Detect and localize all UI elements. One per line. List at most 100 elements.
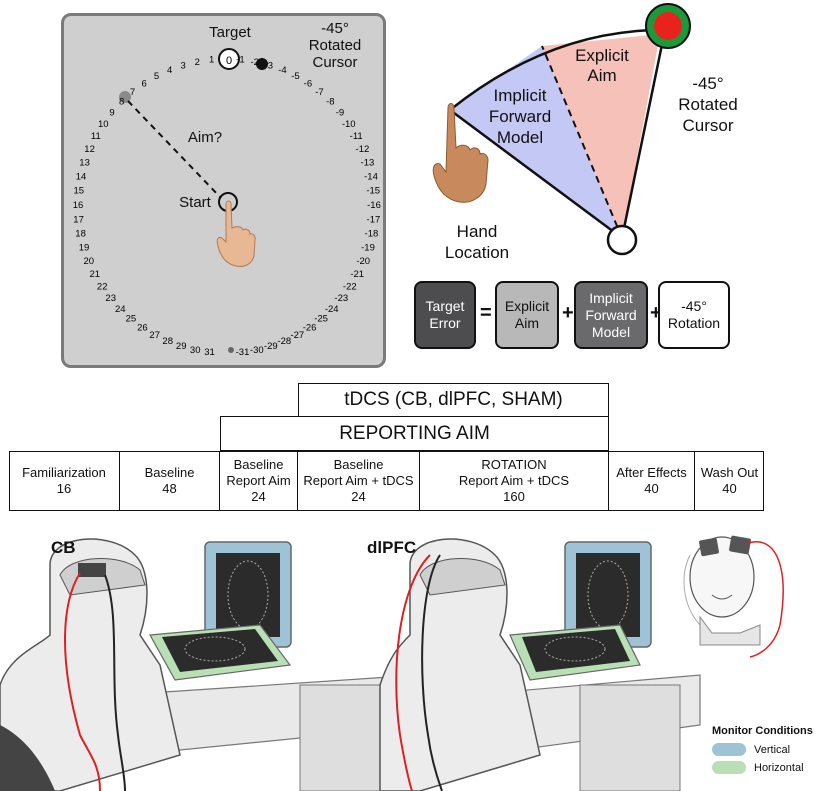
explicit-aim-line: Explicit xyxy=(575,46,629,65)
phase-trials: 40 xyxy=(644,481,659,496)
rotated-cursor-line: Cursor xyxy=(312,54,358,71)
rotated-cursor-line: Rotated xyxy=(308,37,362,54)
phase-name: Familiarization xyxy=(22,465,106,480)
dlpfc-label: dlPFC xyxy=(367,538,417,557)
phase-name: Baseline xyxy=(144,465,195,480)
dial-number: 29 xyxy=(176,341,187,352)
rotated-cursor-b-line: -45° xyxy=(692,74,724,93)
monitor-conditions-legend: Monitor Conditions Vertical Horizontal xyxy=(712,725,832,774)
dial-number: -23 xyxy=(334,293,348,304)
rotated-cursor-target-inner xyxy=(654,12,682,40)
dial-number: -20 xyxy=(356,256,370,267)
dial-number: -6 xyxy=(304,79,312,90)
dial-number: 17 xyxy=(73,214,84,225)
dial-number: 16 xyxy=(73,200,84,211)
phase-trials: 160 xyxy=(503,489,525,504)
rotated-cursor-line: -45° xyxy=(321,20,349,37)
dial-number: 10 xyxy=(98,119,109,130)
target-circle xyxy=(218,48,240,70)
phase-trials: 16 xyxy=(56,481,72,496)
dial-number: 30 xyxy=(190,345,201,356)
aim-report-panel xyxy=(61,13,386,368)
phase-trials: 24 xyxy=(351,489,366,504)
dial-number: 8 xyxy=(119,97,124,108)
dial-number: -4 xyxy=(278,65,286,76)
origin-circle xyxy=(606,224,638,256)
rotation-box: -45°Rotation xyxy=(658,281,730,349)
plus-sign: + xyxy=(650,302,662,324)
phase-trials: 24 xyxy=(251,489,266,504)
dial-number: 27 xyxy=(149,330,160,341)
legend-label: Horizontal xyxy=(754,761,804,774)
cb-scene xyxy=(0,538,431,791)
aim-question-label: Aim? xyxy=(187,129,223,146)
implicit-eq-line: Forward xyxy=(585,306,637,323)
head-inset-icon xyxy=(683,535,784,658)
rotated-cursor-dot xyxy=(256,58,268,70)
target-label: Target xyxy=(209,24,251,41)
phase-name: Report Aim + tDCS xyxy=(303,473,414,488)
dial-number: 15 xyxy=(74,186,85,197)
dial-number: -25 xyxy=(314,314,328,325)
dial-numbers: -1-2-3-4-5-6-7-8-9-10-11-12-13-14-15-16-… xyxy=(73,55,381,358)
aim-dial: 0 -1-2-3-4-5-6-7-8-9-10-11-12-13-14-15-1… xyxy=(73,48,381,358)
dial-number: 1 xyxy=(209,55,214,66)
legend-item-horizontal: Horizontal xyxy=(712,761,832,774)
explicit-aim-eq-line: Aim xyxy=(514,315,540,331)
plus-sign: + xyxy=(562,302,574,324)
dial-number: 4 xyxy=(167,65,172,76)
reporting-aim-bar: REPORTING AIM xyxy=(220,416,609,451)
dial-number: -11 xyxy=(350,131,363,142)
dial-number: 21 xyxy=(90,269,101,280)
target-error-line: Error xyxy=(429,315,461,331)
hand-location-line: Location xyxy=(444,243,510,262)
dial-number: 23 xyxy=(105,293,116,304)
dial-number: -21 xyxy=(350,269,364,280)
wedge-arc xyxy=(449,28,663,111)
dial-number: -30 xyxy=(250,345,264,356)
dial-number: -2 xyxy=(250,57,258,68)
dial-number: 13 xyxy=(79,158,90,169)
dial-number: 7 xyxy=(130,87,135,98)
dial-number: -12 xyxy=(356,144,370,155)
dial-number: 11 xyxy=(91,131,101,142)
dial-number: -17 xyxy=(367,214,381,225)
wedge-edge-right xyxy=(620,29,667,239)
legend-label: Vertical xyxy=(754,743,791,756)
dial-number: 3 xyxy=(181,60,186,71)
dial-number: -31 xyxy=(236,347,250,358)
dial-number: -9 xyxy=(336,107,344,118)
wedge-edge-dashed xyxy=(541,45,623,239)
aim-dashed-line xyxy=(127,100,222,199)
implicit-eq-line: Implicit xyxy=(589,289,633,306)
dial-number: 26 xyxy=(137,322,148,333)
phase-table xyxy=(9,451,764,511)
rotation-line: Rotation xyxy=(667,315,721,331)
dial-number: 28 xyxy=(162,336,173,347)
aim-decomposition-diagram xyxy=(432,3,691,256)
pointing-hand-icon xyxy=(216,200,256,267)
dial-number: -8 xyxy=(326,97,334,108)
explicit-aim-label: Explicit Aim xyxy=(567,46,637,86)
dial-number: 5 xyxy=(154,71,159,82)
phase-name: Report Aim + tDCS xyxy=(458,473,570,488)
dial-number: 19 xyxy=(79,243,90,254)
dial-number: -15 xyxy=(366,186,380,197)
implicit-line: Forward xyxy=(488,107,552,126)
start-label: Start xyxy=(179,194,211,211)
cb-label: CB xyxy=(51,538,76,557)
dial-number: -26 xyxy=(303,322,317,333)
target-error-line: Target xyxy=(425,298,465,314)
aim-dot xyxy=(119,91,131,103)
dial-number: -27 xyxy=(290,330,304,341)
explicit-aim-eq-line: Explicit xyxy=(504,298,550,314)
implicit-forward-model-label: Implicit Forward Model xyxy=(475,85,565,148)
dial-number: 12 xyxy=(84,144,95,155)
target-number: 0 xyxy=(226,55,232,67)
legend-title: Monitor Conditions xyxy=(712,725,813,737)
